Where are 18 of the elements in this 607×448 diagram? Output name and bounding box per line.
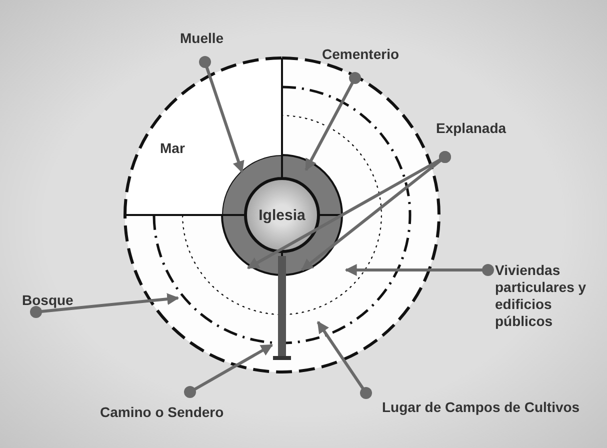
- leader-arrow: [301, 151, 451, 272]
- place-label: Bosque: [22, 292, 82, 309]
- place-label: Viviendas particulares y edificios públicos: [495, 262, 595, 330]
- road-bar: [273, 256, 291, 360]
- leader-arrow: [184, 344, 274, 398]
- leader-arrow: [30, 293, 180, 318]
- leader-arrow: [199, 56, 244, 174]
- leader-arrow: [304, 72, 361, 172]
- leader-arrow: [344, 264, 494, 276]
- place-label: Cementerio: [322, 46, 422, 63]
- place-label: Muelle: [180, 30, 240, 47]
- place-label: Explanada: [436, 120, 526, 137]
- leader-arrow: [316, 321, 372, 399]
- ring-zone: [152, 86, 412, 344]
- place-label: Camino o Sendero: [100, 404, 260, 421]
- place-label: Lugar de Campos de Cultivos: [382, 399, 582, 416]
- zone-label: Mar: [160, 140, 185, 157]
- church-label: Iglesia: [258, 206, 306, 224]
